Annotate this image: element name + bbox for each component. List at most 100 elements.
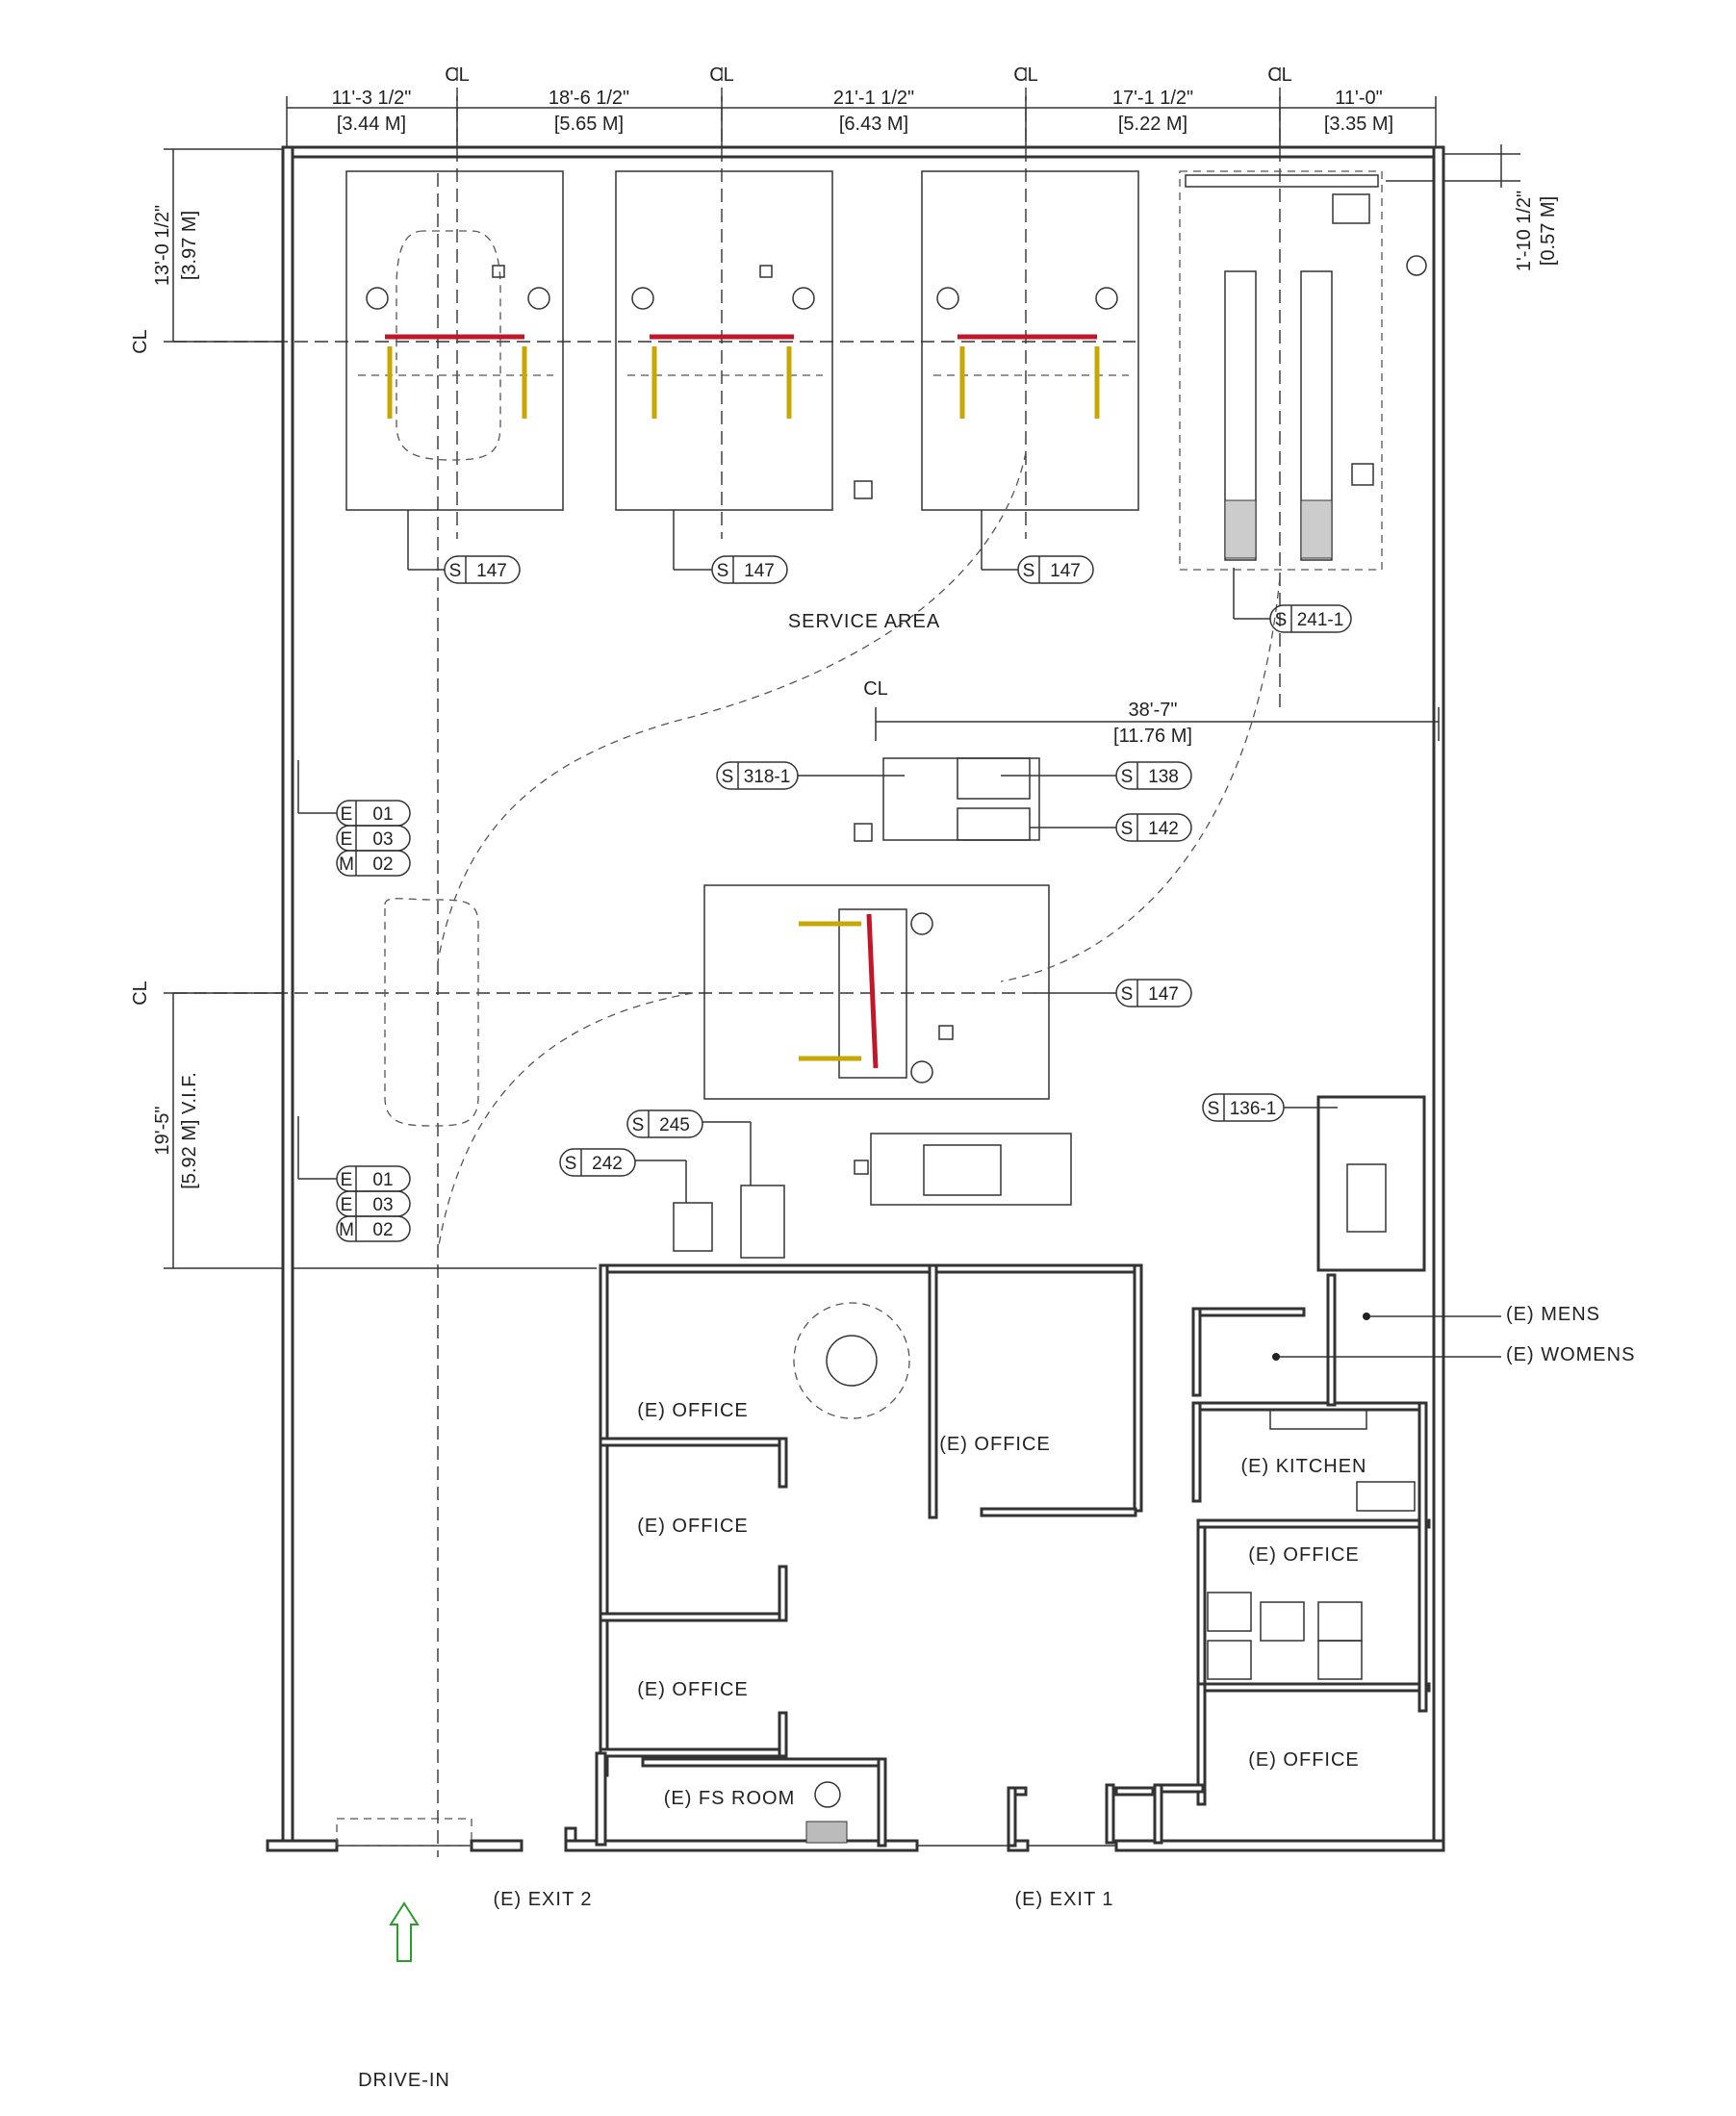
tag-number: 136-1: [1230, 1099, 1277, 1119]
dim-top-3-metric: [6.43 M]: [839, 114, 908, 135]
tag-prefix: S: [449, 561, 462, 581]
room-label-womens: (E) WOMENS: [1506, 1344, 1635, 1365]
tag-number: 02: [372, 1220, 393, 1240]
lift-bay-2: [615, 170, 873, 511]
room-label-office: (E) OFFICE: [637, 1400, 749, 1421]
electrical-tags-lower: E 01 E 03 M 02: [297, 1116, 411, 1242]
equipment-tag: S 136-1: [1202, 1093, 1338, 1122]
tag-number: 03: [372, 1195, 393, 1215]
tag-number: 02: [372, 854, 393, 875]
building-exterior-walls: [266, 145, 1445, 1852]
dim-right-metric: [0.57 M]: [1538, 196, 1559, 266]
dim-top-3-imperial: 21'-1 1/2": [833, 88, 914, 109]
tag-prefix: M: [339, 854, 354, 875]
tag-prefix: S: [565, 1154, 577, 1174]
tag-prefix: M: [339, 1220, 354, 1240]
tag-prefix: E: [341, 804, 353, 825]
equipment-tag: S 147: [1034, 979, 1192, 1007]
alignment-lift: [1179, 170, 1427, 571]
tag-prefix: S: [1208, 1099, 1220, 1119]
equipment-tag: S 138: [1001, 761, 1192, 790]
tag-number: 318-1: [744, 767, 791, 787]
tag-prefix: S: [1121, 767, 1134, 787]
right-dimension: 1'-10 1/2" [0.57 M]: [1386, 144, 1559, 271]
room-label-office: (E) OFFICE: [1248, 1749, 1360, 1771]
dim-top-4-metric: [5.22 M]: [1118, 114, 1187, 135]
dim-top-1-metric: [3.44 M]: [337, 114, 406, 135]
equipment-tag: S 242: [559, 1148, 687, 1203]
tag-prefix: S: [632, 1115, 645, 1135]
dim-right-imperial: 1'-10 1/2": [1514, 191, 1535, 271]
drive-in-arrow: [389, 1901, 420, 1962]
tag-number: 147: [1148, 984, 1179, 1005]
tag-number: 245: [659, 1115, 690, 1135]
tag-number: 142: [1148, 819, 1179, 839]
lift-bay-4: [703, 884, 1050, 1100]
equipment-tag: S 147: [407, 510, 521, 584]
office-furniture: [793, 1163, 1416, 1844]
tag-number: 01: [372, 1170, 393, 1190]
equipment-tag: S 245: [626, 1109, 752, 1185]
tag-number: 241-1: [1297, 610, 1344, 630]
tag-prefix: E: [341, 1195, 353, 1215]
tag-number: 147: [744, 561, 775, 581]
tag-number: 03: [372, 829, 393, 850]
dim-left-bottom-metric: [5.92 M] V.I.F.: [179, 1072, 200, 1189]
centerline-mark: CL: [130, 329, 151, 354]
swing-path: [1000, 576, 1281, 982]
dim-top-4-imperial: 17'-1 1/2": [1112, 88, 1193, 109]
tag-prefix: E: [341, 829, 353, 850]
tag-number: 147: [476, 561, 507, 581]
room-label-office: (E) OFFICE: [939, 1434, 1051, 1455]
tag-prefix: E: [341, 1170, 353, 1190]
tag-prefix: S: [1121, 984, 1134, 1005]
dim-left-bottom-imperial: 19'-5": [152, 1107, 173, 1156]
swing-path: [437, 451, 1027, 963]
centerline-mark: CL: [863, 678, 888, 700]
room-label-fs-room: (E) FS ROOM: [664, 1788, 796, 1809]
dim-top-2-imperial: 18'-6 1/2": [549, 88, 629, 109]
equipment-tag: S 147: [981, 510, 1094, 584]
dim-mid-imperial: 38'-7": [1129, 700, 1178, 721]
dim-left-top-imperial: 13'-0 1/2": [152, 205, 173, 286]
room-label-exit-2: (E) EXIT 2: [494, 1889, 593, 1910]
tag-prefix: S: [717, 561, 729, 581]
room-label-exit-1: (E) EXIT 1: [1015, 1889, 1114, 1910]
centerline-mark: CL: [130, 981, 151, 1006]
equipment-tag: S 142: [1030, 813, 1192, 842]
tag-number: 138: [1148, 767, 1179, 787]
top-dimension-string: 11'-3 1/2" [3.44 M] 18'-6 1/2" [5.65 M] …: [286, 64, 1437, 154]
room-label-office: (E) OFFICE: [637, 1516, 749, 1537]
tag-number: 147: [1050, 561, 1081, 581]
tag-number: 242: [592, 1154, 623, 1174]
mid-dimension: 38'-7" [11.76 M] CL: [863, 678, 1440, 747]
room-label-drive-in: DRIVE-IN: [358, 2070, 450, 2091]
vehicle-outline-drive: [384, 898, 479, 1127]
equipment-tag: S 147: [673, 510, 788, 584]
lift-bay-3: [921, 170, 1139, 511]
equipment-tag: S 241-1: [1233, 568, 1352, 633]
tag-prefix: S: [1121, 819, 1134, 839]
room-label-kitchen: (E) KITCHEN: [1241, 1456, 1367, 1477]
left-dimension-strings: 13'-0 1/2" [3.97 M] CL 19'-5" [5.92 M] V…: [130, 148, 597, 1269]
tag-number: 01: [372, 804, 393, 825]
room-label-office: (E) OFFICE: [637, 1679, 749, 1700]
equipment-tag: S 318-1: [716, 761, 905, 790]
tag-prefix: S: [722, 767, 734, 787]
tire-changer-balancer: [854, 757, 1040, 842]
dim-top-5-metric: [3.35 M]: [1324, 114, 1393, 135]
electrical-tags-upper: E 01 E 03 M 02: [297, 760, 411, 877]
tag-prefix: S: [1023, 561, 1035, 581]
interior-walls: [595, 1095, 1431, 1848]
dim-top-1-imperial: 11'-3 1/2": [332, 88, 412, 109]
dim-mid-metric: [11.76 M]: [1113, 726, 1192, 747]
swing-path: [437, 992, 694, 1252]
room-label-service-area: SERVICE AREA: [788, 611, 940, 632]
room-label-mens: (E) MENS: [1506, 1304, 1600, 1325]
forklift-and-tools: [673, 1133, 1072, 1259]
room-label-office: (E) OFFICE: [1248, 1544, 1360, 1566]
dim-left-top-metric: [3.97 M]: [179, 211, 200, 280]
tag-prefix: S: [1275, 610, 1288, 630]
lift-bay-1: [345, 170, 564, 511]
dim-top-5-imperial: 11'-0": [1335, 88, 1382, 109]
